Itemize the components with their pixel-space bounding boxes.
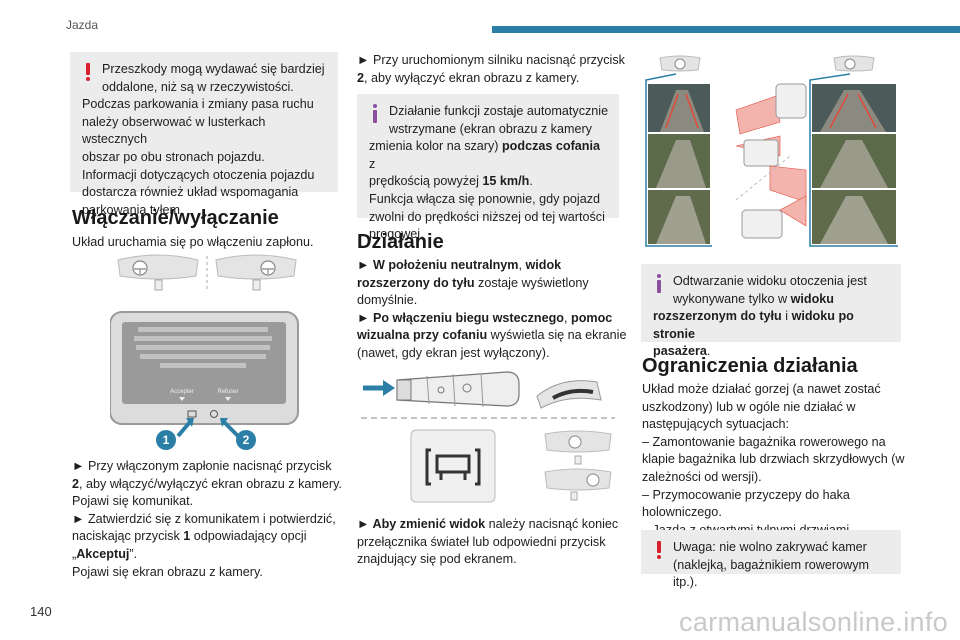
info-box-speed: Działanie funkcji zostaje automatycznie … (357, 94, 619, 241)
svg-text:2: 2 (243, 433, 250, 447)
mirror-unit-right (215, 254, 297, 291)
change-view-text: ► Aby zmienić widok należy nacisnąć koni… (357, 517, 619, 567)
info-icon (656, 274, 662, 294)
heading-limitations: Ograniczenia działania (642, 355, 858, 377)
accept-option[interactable]: Accepter (170, 389, 194, 395)
operation-text: ► W położeniu neutralnym, widok rozszerz… (357, 258, 627, 360)
svg-text:1: 1 (163, 433, 170, 447)
warning-box-cameras: Uwaga: nie wolno zakrywać kamer (naklejk… (641, 530, 901, 589)
power-button[interactable] (210, 410, 218, 418)
steps-text: ► Przy włączonym zapłonie nacisnąć przyc… (72, 459, 342, 579)
info-icon (372, 104, 378, 124)
steering-wheel-icon (536, 380, 602, 409)
warning-icon (656, 541, 662, 560)
camera-views-illustration (645, 55, 898, 247)
watermark: carmanualsonline.info (679, 607, 948, 637)
header-accent-bar (492, 26, 960, 33)
callout-2: 2 (236, 430, 256, 450)
mirror-thumb-a (659, 55, 701, 72)
heading-switching: Włączanie/wyłączanie (72, 207, 279, 229)
stalk-illustration (361, 371, 615, 503)
light-stalk[interactable] (396, 371, 520, 408)
info-box-surround: Odtwarzanie widoku otoczenia jest wykony… (641, 264, 901, 358)
mirror-thumb-upper (544, 430, 612, 465)
engine-running-text: ► Przy uruchomionym silniku nacisnąć prz… (357, 53, 625, 85)
vehicle-diagram (735, 83, 807, 239)
mirror-thumb-b (833, 55, 875, 72)
camera-view-stack-left (648, 84, 710, 244)
mirror-unit-left (117, 254, 199, 291)
camera-view-stack-right (812, 84, 896, 244)
page-number: 140 (30, 604, 52, 619)
section-title: Jazda (66, 18, 99, 32)
camera-button[interactable] (187, 410, 197, 418)
callout-1: 1 (156, 430, 176, 450)
limitations-text: Układ może działać gorzej (a nawet zosta… (642, 382, 905, 537)
mirror-thumb-lower (544, 468, 612, 501)
intro-text: Układ uruchamia się po włączeniu zapłonu… (72, 235, 314, 249)
heading-operation: Działanie (357, 231, 444, 253)
screen-illustration: Accepter Refuser 1 2 (110, 254, 299, 450)
camera-view-button[interactable] (410, 429, 496, 503)
display-screen: Accepter Refuser (110, 311, 299, 425)
refuse-option[interactable]: Refuser (217, 389, 238, 395)
callout-arrows (176, 418, 240, 438)
light-stalk-arrow (363, 380, 395, 396)
warning-box: Przeszkody mogą wydawać się bardziej odd… (70, 52, 338, 217)
warning-icon (85, 63, 91, 82)
